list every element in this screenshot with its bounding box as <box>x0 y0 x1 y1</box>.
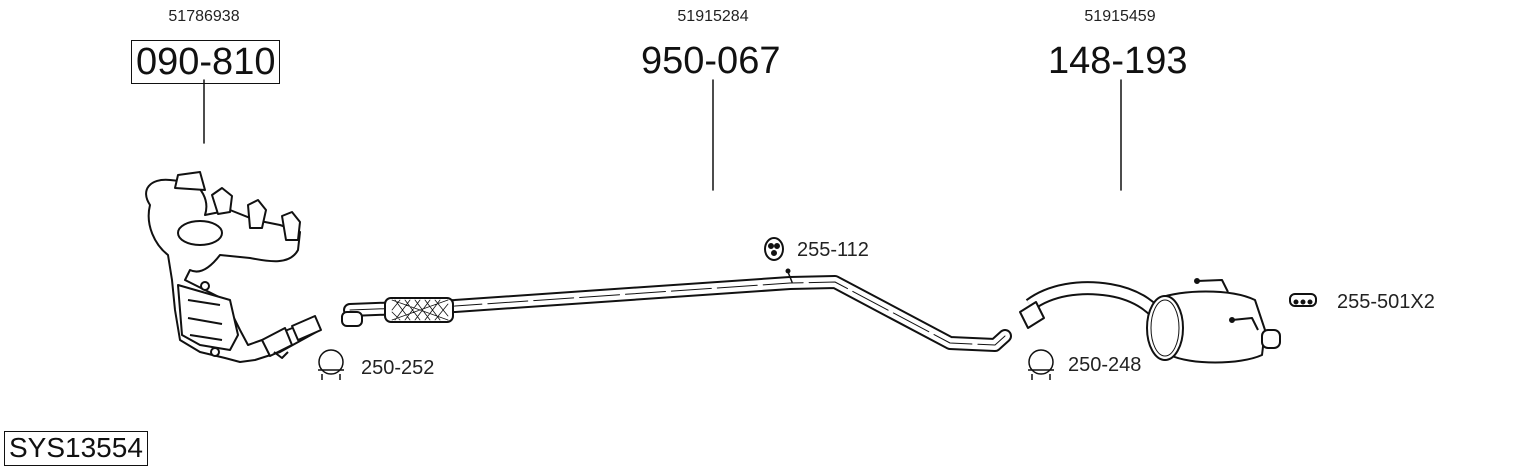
intermediate-pipe-drawing <box>341 268 1012 352</box>
rear-silencer-drawing <box>1019 278 1281 364</box>
oe-number-part-2: 51915284 <box>677 8 749 25</box>
part-number-090-810[interactable]: 090-810 <box>131 40 281 84</box>
rubber-hanger-strip-icon <box>1289 293 1317 307</box>
accessory-255-501X2[interactable]: 255-501X2 <box>1337 291 1435 313</box>
oe-number-part-3: 51915459 <box>1084 8 1156 25</box>
system-id-label: SYS13554 <box>4 431 148 466</box>
oe-number-part-1: 51786938 <box>168 8 240 25</box>
part-number-148-193[interactable]: 148-193 <box>1048 40 1188 82</box>
accessory-255-112[interactable]: 255-112 <box>797 239 869 261</box>
accessory-250-252[interactable]: 250-252 <box>361 357 435 379</box>
part-number-950-067[interactable]: 950-067 <box>641 40 781 82</box>
rubber-mount-ring-icon <box>764 237 784 261</box>
accessory-250-248[interactable]: 250-248 <box>1068 354 1142 376</box>
clamp-icon <box>1028 349 1054 380</box>
clamp-icon <box>318 349 344 380</box>
manifold-catalyst-drawing <box>145 171 322 363</box>
